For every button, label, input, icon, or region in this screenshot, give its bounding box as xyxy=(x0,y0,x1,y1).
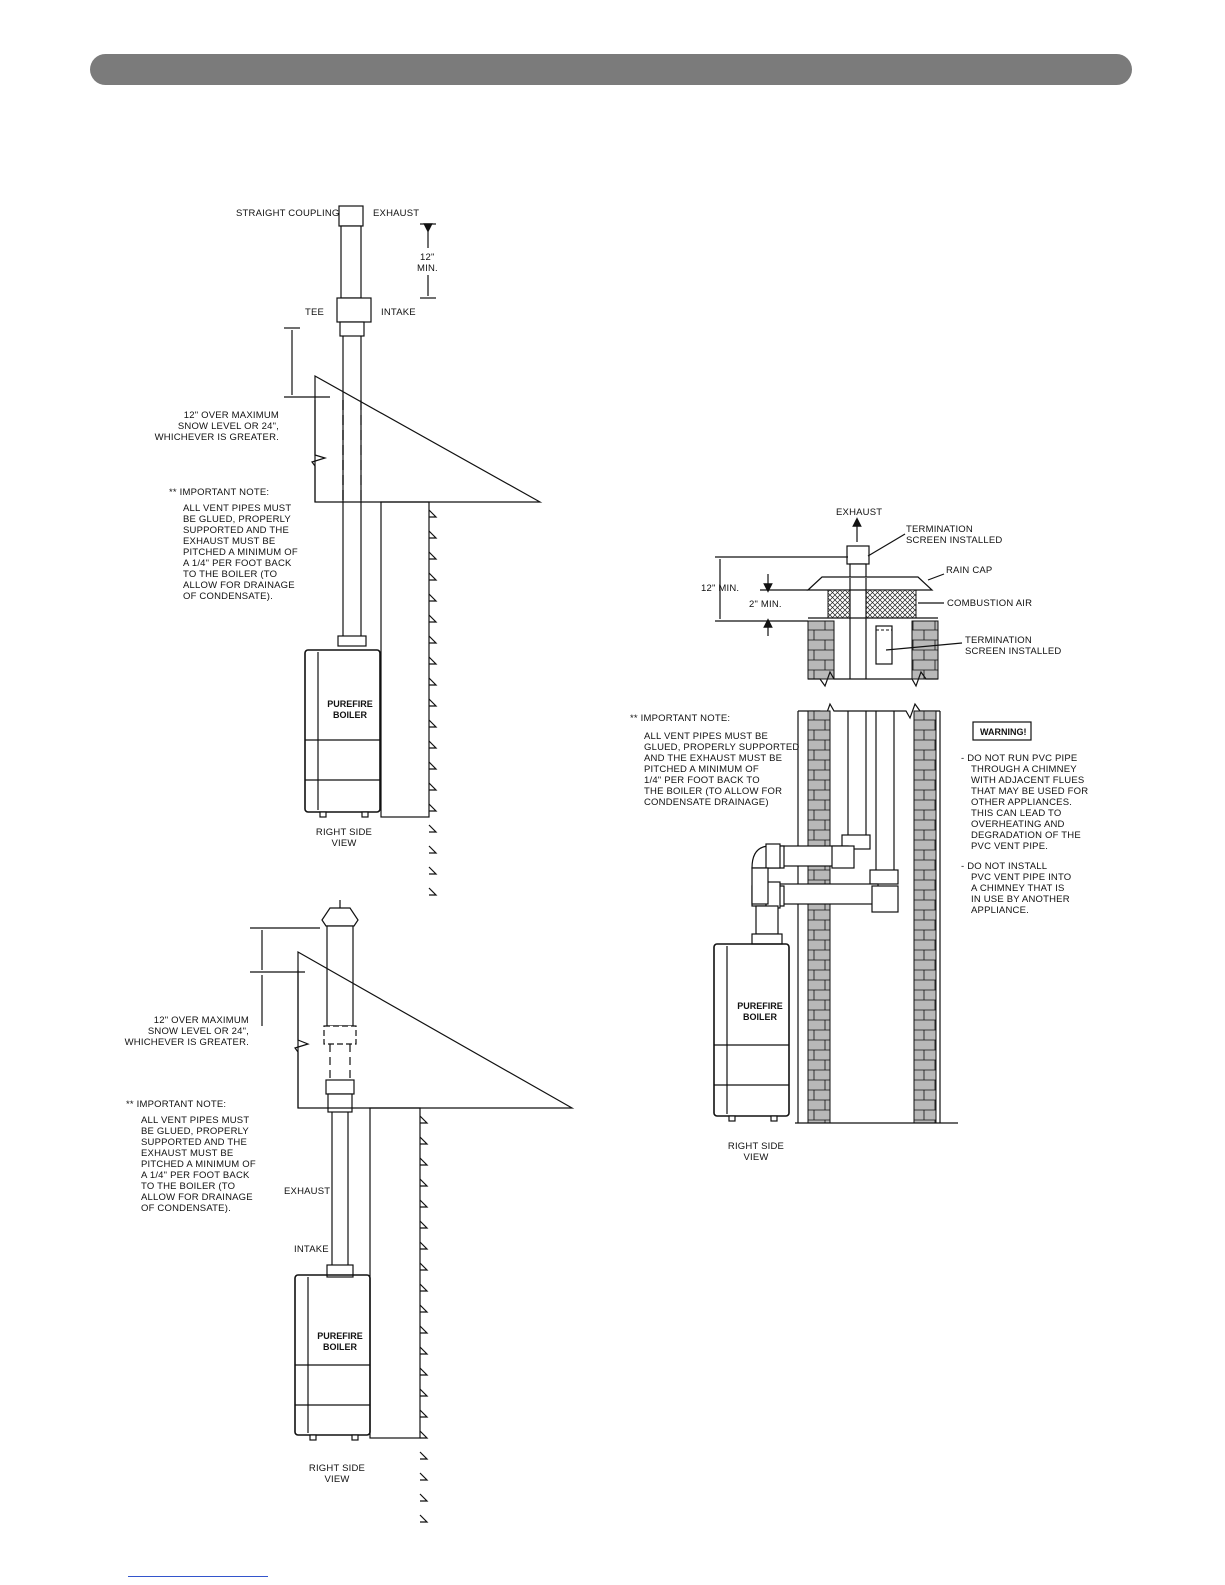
note-title: ** IMPORTANT NOTE: xyxy=(630,713,730,724)
intake-label: INTAKE xyxy=(294,1244,329,1255)
view-label: VIEW xyxy=(743,1152,768,1163)
note-line: ALL VENT PIPES MUST xyxy=(141,1115,249,1126)
note-line: A 1/4" PER FOOT BACK xyxy=(183,558,292,569)
boiler-label: PUREFIRE xyxy=(737,1001,783,1011)
exhaust-label: EXHAUST xyxy=(284,1186,330,1197)
warning-line: PVC VENT PIPE. xyxy=(971,841,1048,852)
note-line: ALLOW FOR DRAINAGE xyxy=(141,1192,253,1203)
termination-top-label: TERMINATION xyxy=(906,524,973,535)
combustion-air-label: COMBUSTION AIR xyxy=(947,598,1032,609)
view-label: VIEW xyxy=(324,1474,349,1485)
note-line: TO THE BOILER (TO xyxy=(141,1181,235,1192)
termination-top-label: SCREEN INSTALLED xyxy=(906,535,1002,546)
note-line: CONDENSATE DRAINAGE) xyxy=(644,797,769,808)
note-line: BE GLUED, PROPERLY xyxy=(183,514,291,525)
note-line: A 1/4" PER FOOT BACK xyxy=(141,1170,250,1181)
note-title: ** IMPORTANT NOTE: xyxy=(126,1099,226,1110)
straight-coupling-shape xyxy=(338,205,364,227)
note-line: GLUED, PROPERLY SUPPORTED xyxy=(644,742,799,753)
boiler-shape xyxy=(713,943,790,1117)
snow-line-2: SNOW LEVEL OR 24", xyxy=(148,1026,249,1037)
roof-shape xyxy=(314,374,543,503)
warning-line: THIS CAN LEAD TO xyxy=(971,808,1061,819)
concentric-cap-shape xyxy=(321,907,359,927)
exhaust-label: EXHAUST xyxy=(373,208,419,219)
note-line: 1/4" PER FOOT BACK TO xyxy=(644,775,760,786)
rain-cap-shape xyxy=(806,576,934,591)
warning-label: WARNING! xyxy=(980,727,1027,737)
view-label: VIEW xyxy=(331,838,356,849)
note-title: ** IMPORTANT NOTE: xyxy=(169,487,269,498)
note-line: ALL VENT PIPES MUST BE xyxy=(644,731,768,742)
straight-coupling-label: STRAIGHT COUPLING xyxy=(236,208,340,219)
note-line: EXHAUST MUST BE xyxy=(183,536,275,547)
warning-line: PVC VENT PIPE INTO xyxy=(971,872,1071,883)
warning-line: OTHER APPLIANCES. xyxy=(971,797,1072,808)
snow-line-1: 12" OVER MAXIMUM xyxy=(154,1015,249,1026)
figure-c: EXHAUST TERMINATION SCREEN INSTALLED 12"… xyxy=(630,507,1088,1163)
note-line: THE BOILER (TO ALLOW FOR xyxy=(644,786,782,797)
header-bar xyxy=(90,54,1132,85)
termination-bottom-label: SCREEN INSTALLED xyxy=(965,646,1061,657)
tee-label: TEE xyxy=(305,307,324,318)
view-label: RIGHT SIDE xyxy=(728,1141,784,1152)
boiler-label: PUREFIRE xyxy=(317,1331,363,1341)
note-line: BE GLUED, PROPERLY xyxy=(141,1126,249,1137)
figure-a: STRAIGHT COUPLING EXHAUST 12" MIN. TEE I… xyxy=(155,205,543,896)
termination-bottom-label: TERMINATION xyxy=(965,635,1032,646)
rain-cap-label: RAIN CAP xyxy=(946,565,992,576)
note-line: ALLOW FOR DRAINAGE xyxy=(183,580,295,591)
dim-12-min-label: 12" MIN. xyxy=(701,583,739,594)
warning-line: WITH ADJACENT FLUES xyxy=(971,775,1084,786)
warning-line: A CHIMNEY THAT IS xyxy=(971,883,1065,894)
footer-link-underline[interactable] xyxy=(128,1576,268,1577)
note-line: SUPPORTED AND THE xyxy=(141,1137,247,1148)
view-label: RIGHT SIDE xyxy=(316,827,372,838)
warning-box xyxy=(972,721,1032,741)
warning-line: THAT MAY BE USED FOR xyxy=(971,786,1088,797)
warning-line: APPLIANCE. xyxy=(971,905,1029,916)
dim-12-label: 12" xyxy=(420,252,435,263)
tee-shape xyxy=(336,297,372,323)
snow-line-3: WHICHEVER IS GREATER. xyxy=(155,432,279,443)
warning-line: IN USE BY ANOTHER xyxy=(971,894,1070,905)
exhaust-label: EXHAUST xyxy=(836,507,882,518)
note-line: PITCHED A MINIMUM OF xyxy=(141,1159,256,1170)
intake-label: INTAKE xyxy=(381,307,416,318)
note-line: ALL VENT PIPES MUST xyxy=(183,503,291,514)
note-line: TO THE BOILER (TO xyxy=(183,569,277,580)
figure-b: 12" OVER MAXIMUM SNOW LEVEL OR 24", WHIC… xyxy=(125,900,575,1523)
snow-line-3: WHICHEVER IS GREATER. xyxy=(125,1037,249,1048)
boiler-label: PUREFIRE xyxy=(327,699,373,709)
note-line: EXHAUST MUST BE xyxy=(141,1148,233,1159)
boiler-shape xyxy=(304,649,381,813)
snow-line-2: SNOW LEVEL OR 24", xyxy=(178,421,279,432)
boiler-label: BOILER xyxy=(743,1012,778,1022)
note-line: SUPPORTED AND THE xyxy=(183,525,289,536)
warning-line: - DO NOT INSTALL xyxy=(961,861,1047,872)
dim-min-label: MIN. xyxy=(417,263,438,274)
warning-line: - DO NOT RUN PVC PIPE xyxy=(961,753,1077,764)
warning-line: DEGRADATION OF THE xyxy=(971,830,1081,841)
note-line: PITCHED A MINIMUM OF xyxy=(183,547,298,558)
note-line: OF CONDENSATE). xyxy=(141,1203,231,1214)
note-line: PITCHED A MINIMUM OF xyxy=(644,764,759,775)
boiler-label: BOILER xyxy=(333,710,368,720)
boiler-label: BOILER xyxy=(323,1342,358,1352)
warning-line: OVERHEATING AND xyxy=(971,819,1065,830)
note-line: AND THE EXHAUST MUST BE xyxy=(644,753,782,764)
boiler-shape xyxy=(294,1274,371,1436)
warning-line: THROUGH A CHIMNEY xyxy=(971,764,1077,775)
view-label: RIGHT SIDE xyxy=(309,1463,365,1474)
snow-line-1: 12" OVER MAXIMUM xyxy=(184,410,279,421)
dim-2-min-label: 2" MIN. xyxy=(749,599,782,610)
note-line: OF CONDENSATE). xyxy=(183,591,273,602)
